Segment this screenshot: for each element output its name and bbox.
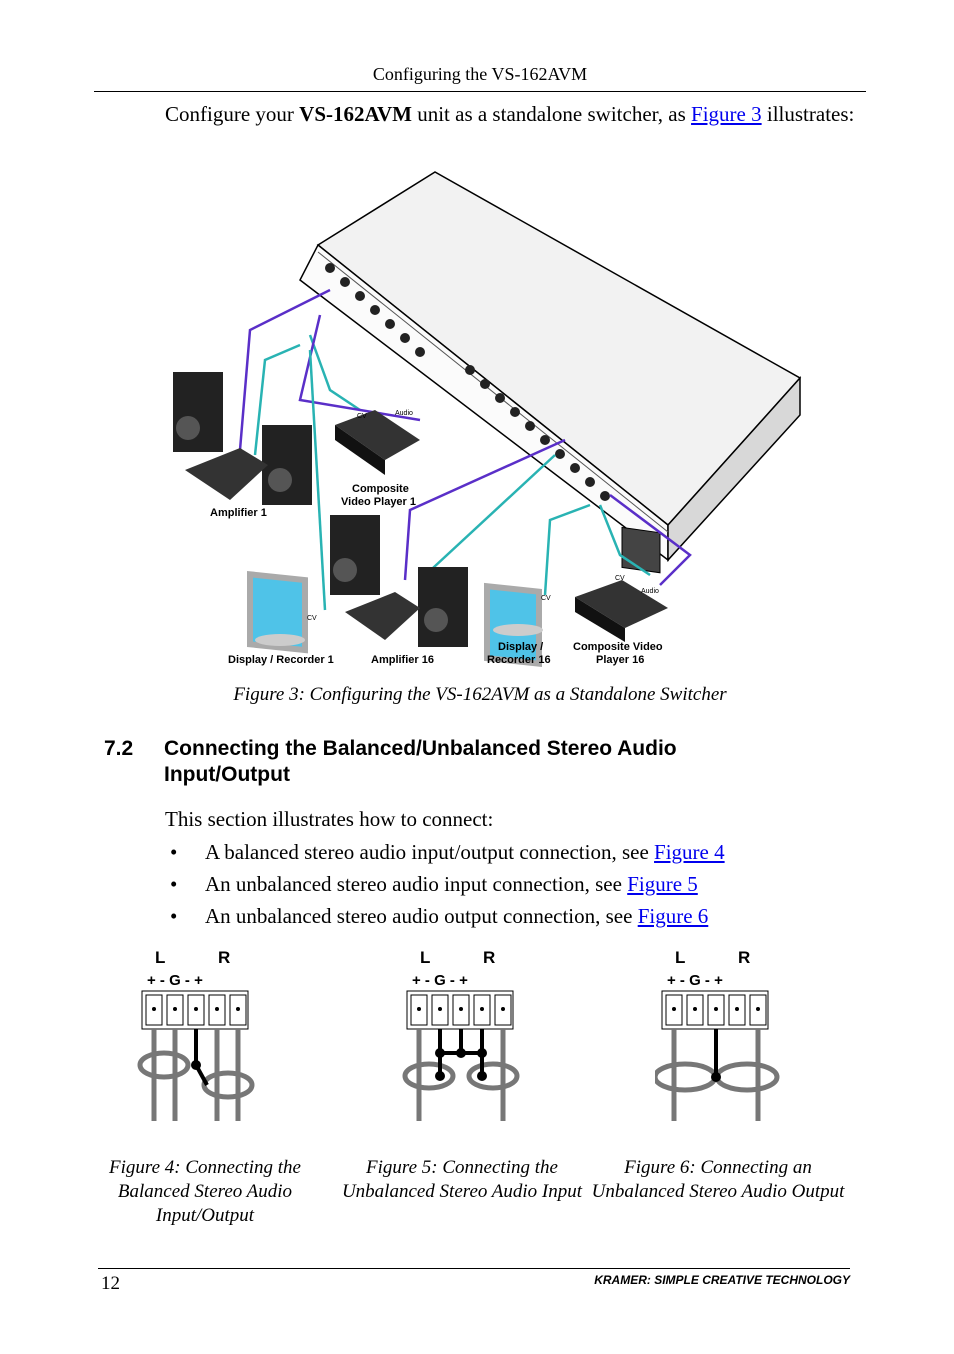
figure4-diagram: L R + - G - + — [137, 948, 255, 1121]
switcher-unit — [299, 171, 802, 574]
display1-group — [247, 570, 308, 654]
label-cv-1: CV — [357, 413, 367, 420]
figure3-illustration: Amplifier 1 Composite Video Player 1 Dis… — [173, 171, 802, 667]
figure5-diagram: L R + - G - + — [402, 948, 520, 1121]
intro-paragraph: Configure your VS-162AVM unit as a stand… — [165, 102, 855, 126]
label-disp16-a: Display / — [498, 641, 543, 653]
label-cvp16-a: Composite Video — [573, 641, 663, 653]
running-header: Configuring the VS-162AVM — [372, 64, 588, 84]
bullet-icon: • — [170, 904, 178, 928]
section-title: Connecting the Balanced/Unbalanced Stere… — [164, 737, 677, 786]
figure6-caption: Figure 6: Connecting an Unbalanced Stere… — [591, 1157, 845, 1202]
label-left: L — [155, 948, 165, 967]
label-right: R — [218, 948, 230, 967]
cvplayer16-group — [575, 580, 668, 642]
display16-group — [484, 582, 543, 667]
label-disp16-b: Recorder 16 — [487, 654, 551, 666]
pin-labels: + - G - + — [667, 972, 723, 989]
label-cvp1-b: Video Player 1 — [341, 496, 416, 508]
figure3-link[interactable]: Figure 3 — [691, 102, 762, 126]
figure5-link[interactable]: Figure 5 — [627, 872, 698, 896]
product-name: VS-162AVM — [299, 102, 412, 126]
bullet-icon: • — [170, 840, 178, 864]
pin-labels: + - G - + — [412, 972, 468, 989]
amplifier1-group — [173, 372, 312, 505]
label-audio-1: Audio — [395, 410, 413, 417]
label-cv-4: CV — [615, 575, 625, 582]
section-number: 7.2 — [104, 737, 134, 760]
figure3-caption: Figure 3: Configuring the VS-162AVM as a… — [233, 684, 727, 705]
label-right: R — [483, 948, 495, 967]
label-disp1: Display / Recorder 1 — [228, 654, 334, 666]
figure4-link[interactable]: Figure 4 — [654, 840, 725, 864]
figure5-caption: Figure 5: Connecting the Unbalanced Ster… — [341, 1157, 583, 1202]
bullet-icon: • — [170, 872, 178, 896]
label-cv-2: CV — [307, 615, 317, 622]
figure6-diagram: L R + - G - + — [655, 948, 780, 1121]
header-rule — [94, 91, 866, 92]
figure6-link[interactable]: Figure 6 — [637, 904, 709, 928]
cvplayer1-group — [335, 410, 420, 475]
label-left: L — [420, 948, 430, 967]
label-right: R — [738, 948, 750, 967]
label-cvp1-a: Composite — [352, 483, 409, 495]
label-cvp16-b: Player 16 — [596, 654, 644, 666]
amplifier16-group — [330, 515, 468, 647]
pin-labels: + - G - + — [147, 972, 203, 989]
label-cv-3: CV — [541, 595, 551, 602]
label-left: L — [675, 948, 685, 967]
figure4-caption: Figure 4: Connecting the Balanced Stereo… — [109, 1157, 301, 1226]
label-amp16: Amplifier 16 — [371, 654, 434, 666]
label-amp1: Amplifier 1 — [210, 507, 267, 519]
section-intro: This section illustrates how to connect: — [165, 807, 494, 831]
page-number: 12 — [101, 1273, 120, 1294]
label-audio-2: Audio — [641, 588, 659, 595]
footer-rule — [98, 1268, 850, 1269]
footer-brand: KRAMER: SIMPLE CREATIVE TECHNOLOGY — [594, 1273, 850, 1287]
